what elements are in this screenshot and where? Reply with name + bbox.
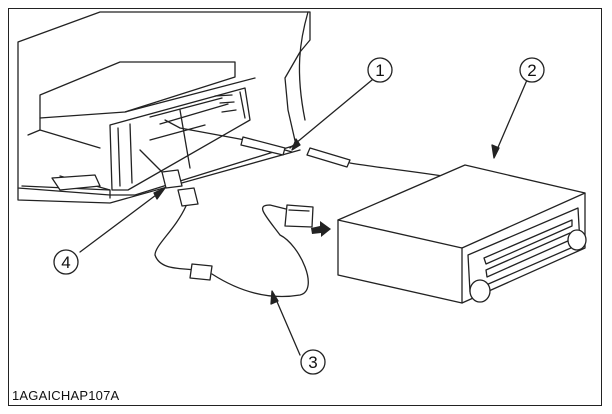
callout-2: 2 <box>519 57 545 83</box>
adapter-harness <box>154 204 314 298</box>
callout-4-label: 4 <box>61 253 70 272</box>
dashboard-harness-wire <box>139 149 199 207</box>
mounting-box <box>27 61 256 191</box>
callout-1-label: 1 <box>375 61 384 80</box>
callout-1: 1 <box>367 57 393 83</box>
callout-2-label: 2 <box>527 61 536 80</box>
callout-4: 4 <box>53 249 79 275</box>
radio-unit <box>337 164 587 304</box>
callout-3-label: 3 <box>308 353 317 372</box>
figure-frame <box>8 8 602 406</box>
direction-arrow <box>311 221 331 237</box>
figure-caption: 1AGAICHAP107A <box>12 388 120 403</box>
callout-3: 3 <box>300 349 326 375</box>
callout-leaders <box>79 79 528 356</box>
antenna-cable <box>164 119 456 179</box>
